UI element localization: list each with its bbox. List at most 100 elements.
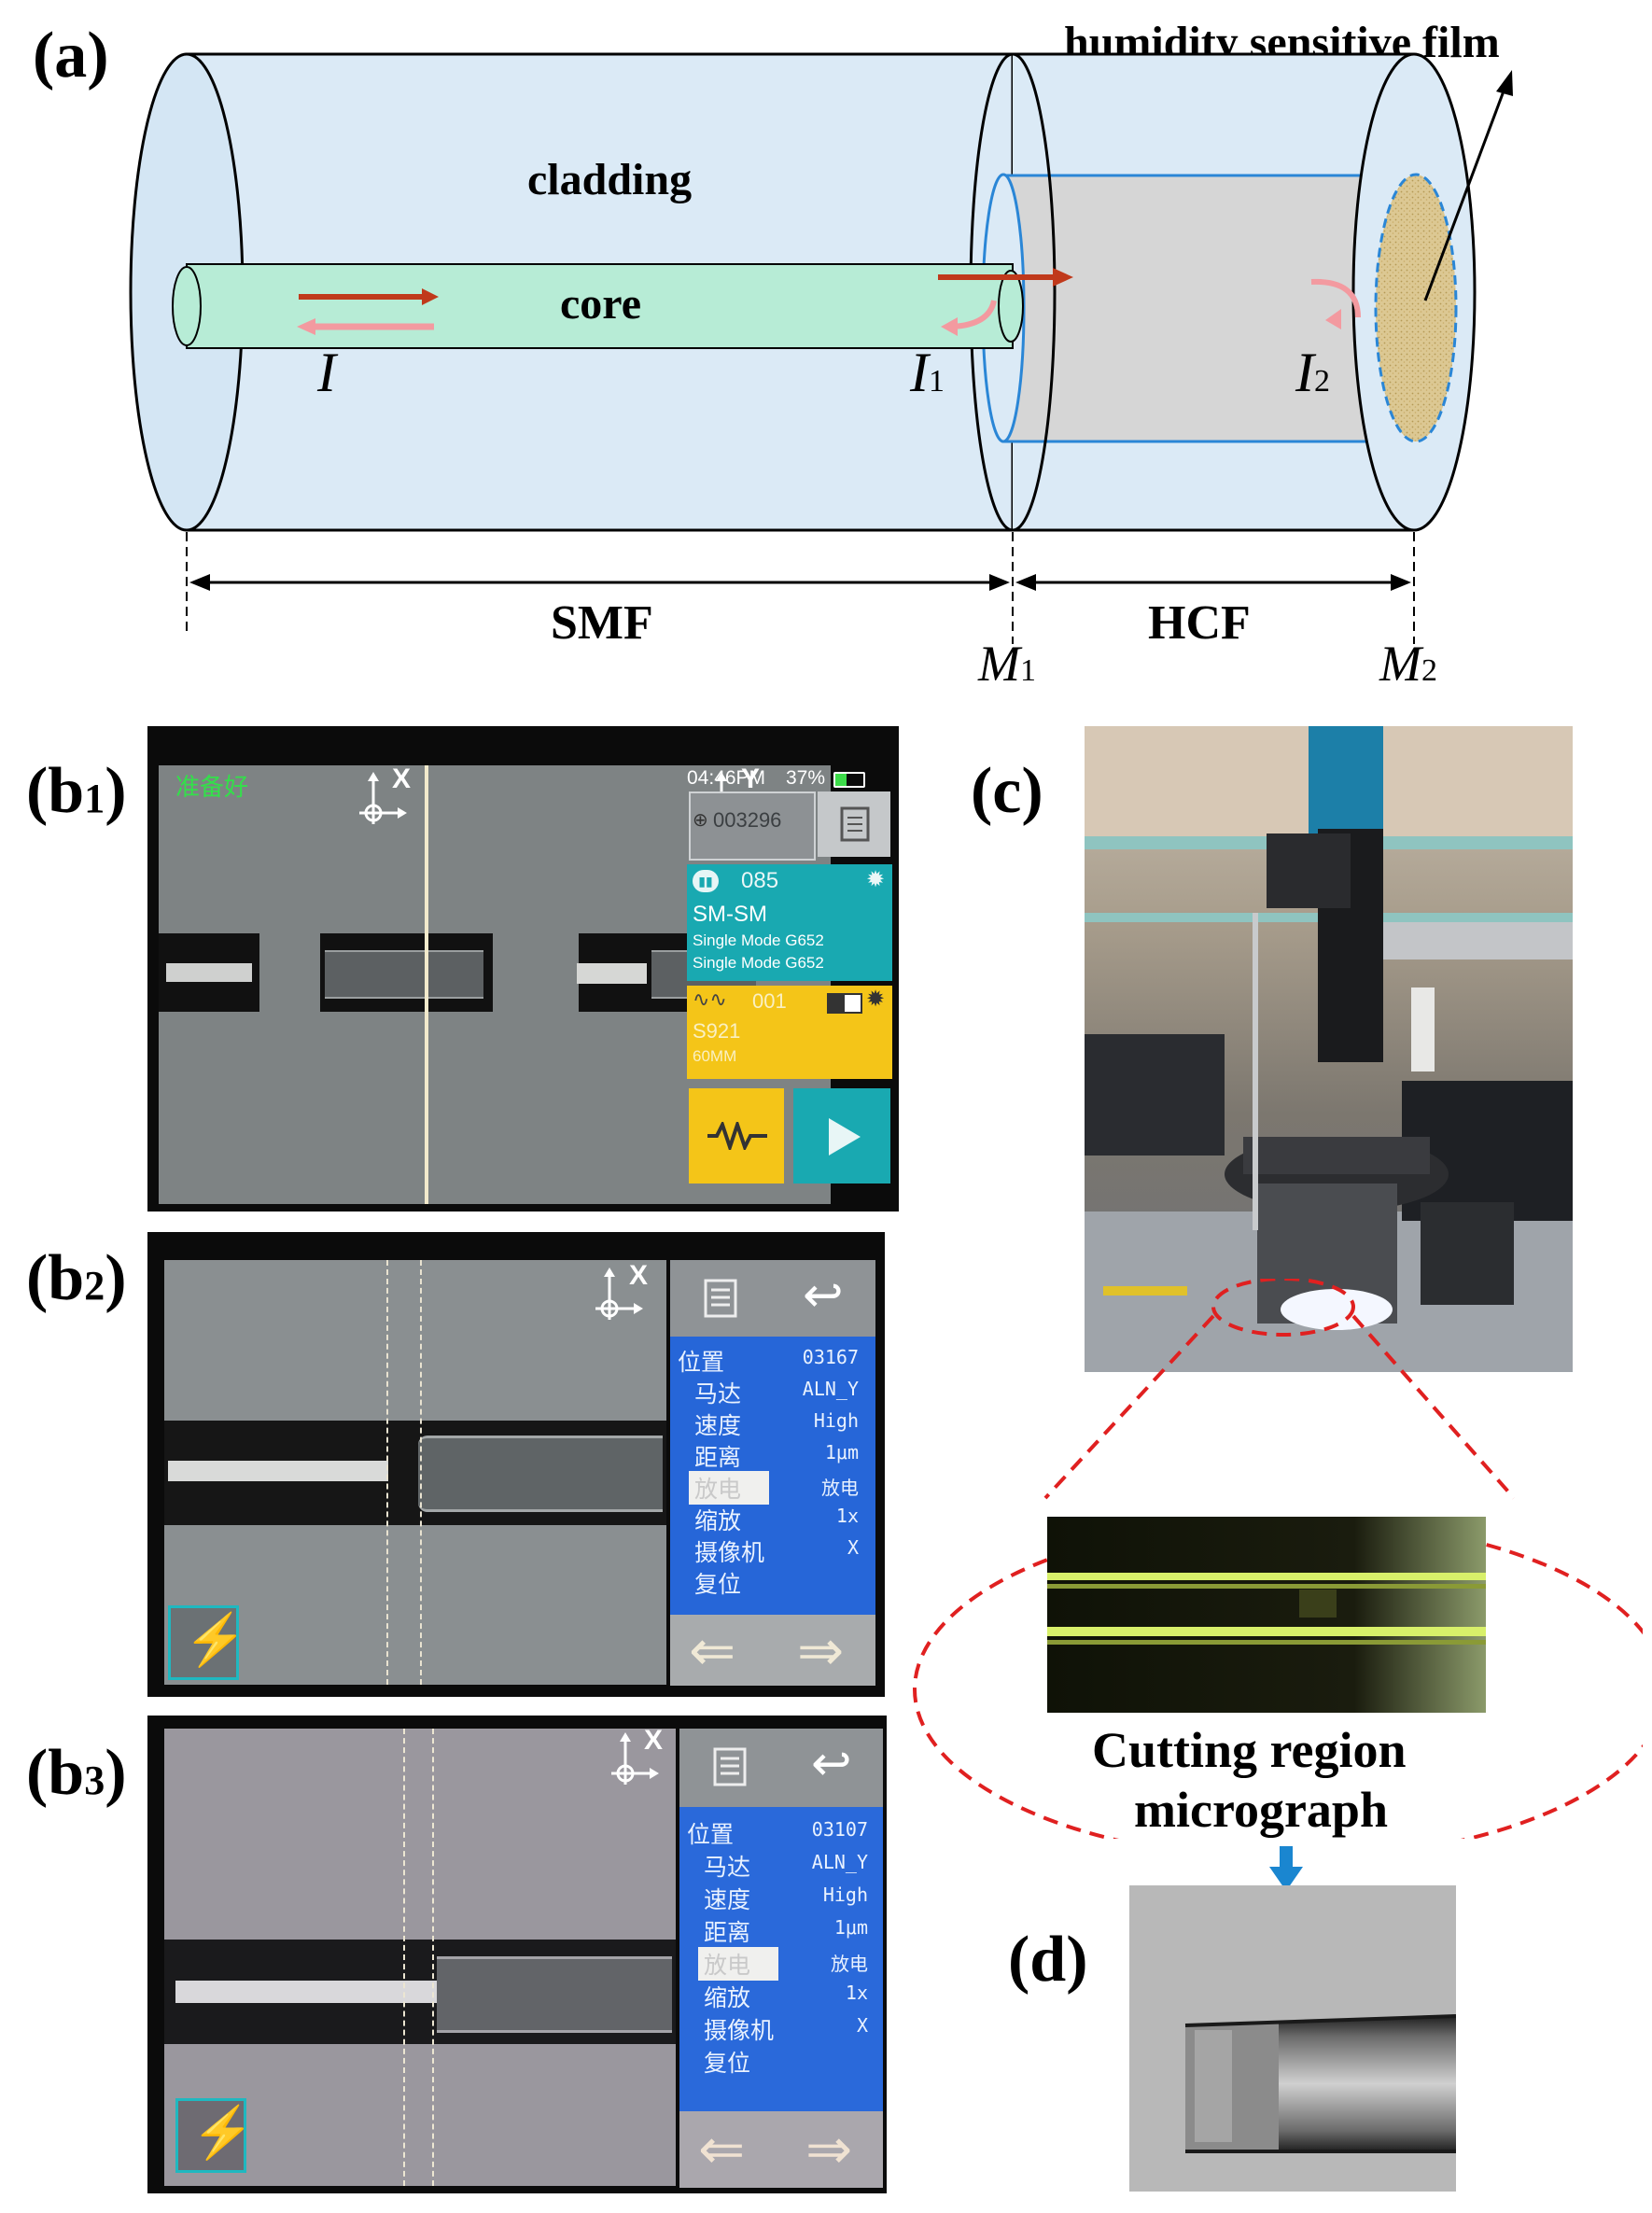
x-axis-label: X	[644, 1725, 664, 1756]
panel-d-label: (d)	[1008, 1924, 1088, 1996]
arc-button[interactable]: ⚡	[168, 1605, 246, 1680]
micrograph-caption-line2: micrograph	[1134, 1782, 1388, 1838]
y-axis-label: Y	[741, 763, 761, 794]
battery-percent: 37%	[786, 767, 826, 789]
program-name: SM-SM	[693, 902, 767, 927]
splice-counter: 003296	[713, 808, 782, 832]
x-axis-label: X	[392, 763, 412, 794]
right-arrow-icon: ⇒	[797, 1619, 845, 1682]
menu-item-arc[interactable]: 放电放电	[674, 1469, 868, 1505]
humidity-film	[1374, 173, 1458, 443]
fiber-schematic	[129, 52, 1513, 644]
intensity-i-label: I	[317, 342, 336, 403]
heater-gear-icon[interactable]: ✹	[866, 987, 886, 1012]
back-button[interactable]: ↩	[773, 1260, 875, 1337]
list-icon	[704, 1279, 737, 1318]
back-icon: ↩	[811, 1737, 852, 1791]
heater-name: S921	[693, 1019, 741, 1043]
arc-button[interactable]: ⚡	[175, 2098, 254, 2173]
panel-c-label: (c)	[971, 755, 1043, 827]
prev-button[interactable]: ⇐	[679, 2111, 781, 2188]
down-arrow-icon	[1269, 1846, 1303, 1891]
list-button[interactable]	[679, 1729, 781, 1807]
panel-b2-label: (b2)	[26, 1242, 127, 1314]
lightning-icon: ⚡	[191, 2105, 255, 2161]
left-fiber	[168, 1461, 388, 1481]
setup-photo	[1085, 726, 1573, 1372]
panel-b3-label: (b3)	[26, 1737, 127, 1809]
menu-item-reset[interactable]: 复位	[704, 2050, 751, 2077]
clock: 04:46PM	[687, 767, 766, 789]
next-button[interactable]: ⇒	[773, 1615, 875, 1686]
battery-icon	[833, 772, 865, 788]
right-fiber	[418, 1436, 663, 1512]
guide-line-left	[386, 1260, 388, 1685]
list-icon	[840, 806, 870, 842]
splice-counter-icon: ⊕	[693, 810, 708, 831]
micrograph-image	[1047, 1517, 1486, 1713]
mirror-m1-label: M1	[978, 636, 1036, 692]
heater-size: 60MM	[693, 1047, 737, 1065]
core-label: core	[560, 279, 642, 329]
menu-item-arc[interactable]: 放电放电	[683, 1945, 877, 1981]
intensity-i2-label: I2	[1295, 342, 1330, 403]
program-number: 085	[741, 868, 779, 893]
splicer-screen-b1: 准备好 X Y 04:46PM 37% ⊕ 003296 ▮▮ 085 ✹ SM…	[147, 726, 899, 1212]
guide-line-right	[420, 1260, 422, 1685]
guide-line-right	[432, 1729, 434, 2186]
intensity-i1-label: I1	[910, 342, 945, 403]
left-fiber	[166, 963, 252, 982]
hcf-label: HCF	[1148, 596, 1251, 650]
list-button[interactable]	[670, 1260, 773, 1337]
start-button[interactable]	[793, 1088, 890, 1184]
splice-program-card[interactable]: ▮▮ 085 ✹ SM-SM Single Mode G652 Single M…	[687, 864, 892, 981]
center-line	[425, 765, 428, 1204]
play-icon	[829, 1118, 861, 1156]
mirror-m2-label: M2	[1379, 636, 1437, 692]
back-button[interactable]: ↩	[781, 1729, 883, 1807]
panel-b1-label: (b1)	[26, 755, 127, 827]
menu-button[interactable]	[818, 791, 890, 857]
heater-toggle[interactable]	[827, 993, 862, 1014]
gear-icon[interactable]: ✹	[866, 867, 886, 892]
heat-button[interactable]	[689, 1088, 784, 1184]
right-fiber	[325, 950, 483, 999]
left-arrow-icon: ⇐	[698, 2118, 746, 2180]
right-fiber	[437, 1956, 672, 2033]
back-icon: ↩	[803, 1268, 844, 1323]
counter-box[interactable]: ⊕ 003296	[689, 791, 816, 861]
right-arrow-icon: ⇒	[805, 2118, 853, 2180]
x-axis-label: X	[629, 1260, 649, 1291]
guide-line-left	[403, 1729, 405, 2186]
next-button[interactable]: ⇒	[781, 2111, 883, 2188]
list-icon	[713, 1747, 747, 1786]
heater-icon: ∿∿	[693, 987, 727, 1011]
cladding-label: cladding	[527, 155, 693, 204]
left-fiber	[175, 1981, 441, 2003]
micrograph-caption-line1: Cutting region	[1092, 1722, 1407, 1778]
program-icon: ▮▮	[693, 870, 719, 892]
prev-button[interactable]: ⇐	[670, 1615, 773, 1686]
heater-card[interactable]: ∿∿ 001 ✹ S921 60MM	[687, 986, 892, 1079]
menu-item-reset[interactable]: 复位	[694, 1571, 742, 1598]
zoom-callout	[913, 1279, 1643, 1839]
status-text: 准备好	[175, 773, 249, 801]
x-axis-icon	[595, 1268, 643, 1320]
heat-wave-icon	[707, 1122, 767, 1150]
